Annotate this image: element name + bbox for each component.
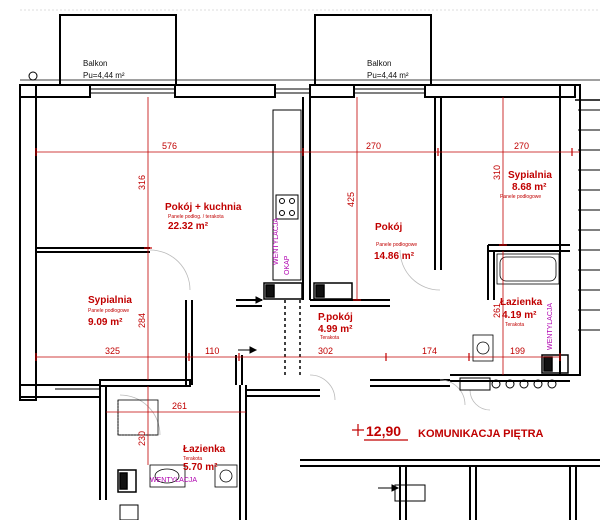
kitchen-counter: [272, 109, 302, 281]
dim-270-a: 270: [366, 141, 381, 151]
hall-area: 4.99 m²: [318, 324, 353, 335]
dim-325: 325: [105, 346, 120, 356]
bathroom-left-name: Łazienka: [183, 444, 226, 455]
room-center-floor: Panele podłogowe: [376, 242, 417, 248]
inner-walls: [36, 97, 600, 520]
vent-shafts: [117, 282, 569, 493]
dim-174: 174: [422, 346, 437, 356]
dim-199: 199: [510, 346, 525, 356]
bedroom-right-floor: Panele podłogowe: [500, 194, 541, 200]
dimension-ticks: [35, 148, 573, 361]
vent-label-right: WENTYLACJA: [547, 303, 554, 350]
dim-110: 110: [205, 346, 219, 356]
dim-576: 576: [162, 141, 177, 151]
room-center-name: Pokój: [375, 222, 402, 233]
dim-302: 302: [318, 346, 333, 356]
balcony-right-name: Balkon: [367, 59, 391, 68]
dim-310: 310: [492, 165, 502, 180]
hall-floor: Terakota: [320, 335, 339, 341]
balcony-left-name: Balkon: [83, 59, 107, 68]
vent-label-bottom: WENTYLACJA: [150, 477, 197, 484]
kitchen-room-floor: Panele podłog. / terakota: [168, 214, 224, 220]
corridor-elements: [119, 377, 557, 520]
dim-270-b: 270: [514, 141, 529, 151]
bedroom-left-area: 9.09 m²: [88, 317, 123, 328]
corridor-label: KOMUNIKACJA PIĘTRA: [418, 428, 544, 440]
balcony-left: [59, 14, 177, 86]
vent-label-kitchen: WENTYLACJA: [273, 218, 280, 265]
bathroom-left-area: 5.70 m²: [183, 462, 218, 473]
kitchen-room-name: Pokój + kuchnia: [165, 202, 242, 213]
room-center-area: 14.86 m²: [374, 251, 415, 262]
dim-261-vert: 261: [492, 303, 502, 318]
kitchen-room-area: 22.32 m²: [168, 221, 209, 232]
dim-425: 425: [346, 192, 356, 207]
dim-261-bath: 261: [172, 401, 187, 411]
bedroom-left-floor: Panele podłogowe: [88, 308, 129, 314]
balcony-right: [314, 14, 432, 86]
bathroom-fixtures: [117, 253, 560, 488]
balcony-left-area: Pu=4,44 m²: [83, 71, 125, 80]
dim-316: 316: [137, 175, 147, 190]
bathroom-right-name: Łazienka: [500, 297, 543, 308]
bathroom-left-floor: Terakota: [183, 456, 202, 462]
dim-284: 284: [137, 313, 147, 328]
arrow-icons: [238, 296, 400, 492]
bathroom-right-area: 4.19 m²: [502, 310, 537, 321]
bedroom-right-area: 8.68 m²: [512, 182, 547, 193]
bedroom-right-name: Sypialnia: [508, 170, 552, 181]
column-marker-icon: [28, 71, 38, 81]
bedroom-left-name: Sypialnia: [88, 295, 132, 306]
balcony-right-area: Pu=4,44 m²: [367, 71, 409, 80]
level-marker-icon: [352, 424, 408, 441]
dimension-lines: [36, 97, 580, 465]
staircase: [578, 109, 600, 331]
level-value: 12,90: [366, 423, 401, 439]
hall-opening: [284, 300, 301, 378]
bathroom-right-floor: Terakota: [505, 322, 524, 328]
dim-230: 230: [137, 431, 147, 446]
hall-name: P.pokój: [318, 312, 353, 323]
okap-label: OKAP: [284, 255, 291, 275]
